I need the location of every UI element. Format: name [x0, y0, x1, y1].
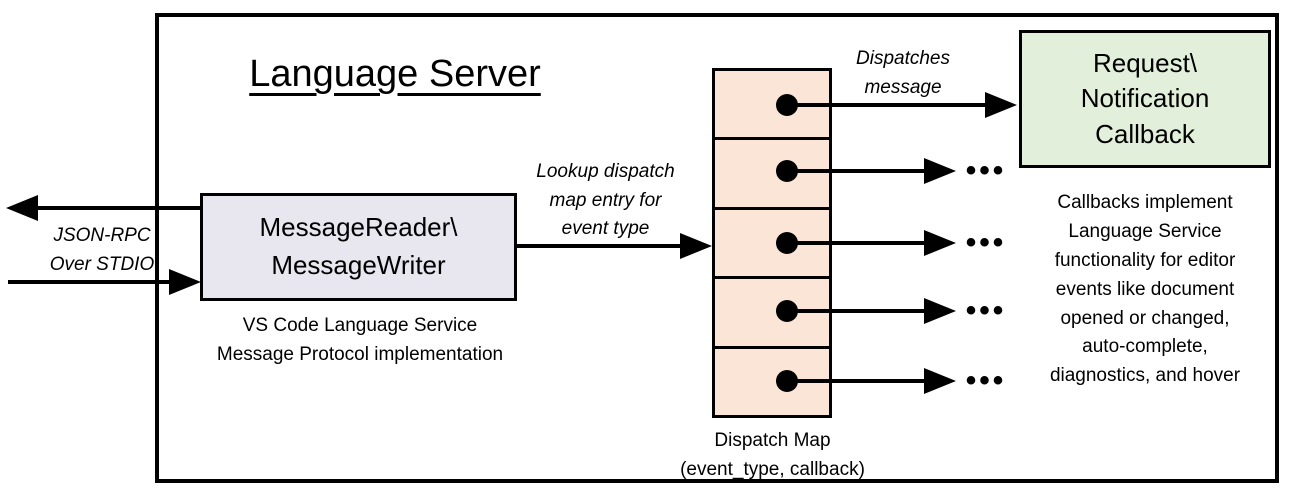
callbacks-description: Callbacks implement Language Service fun…: [1049, 192, 1241, 387]
dispatch-map-caption: Dispatch Map (event_type, callback): [680, 430, 865, 480]
language-server-boundary-box: [155, 13, 1279, 483]
lookup-dispatch-label: Lookup dispatch map entry for event type: [536, 161, 675, 239]
ellipsis-row-3: •••: [965, 226, 1007, 259]
ellipsis-row-5: •••: [965, 364, 1007, 397]
dispatch-map-cell: [715, 137, 829, 206]
dispatch-map-box: [712, 68, 832, 418]
request-notification-callback-box: Request\ Notification Callback: [1019, 30, 1271, 168]
dispatch-map-cell: [715, 206, 829, 276]
dispatch-map-cell: [715, 345, 829, 415]
dispatch-map-cell: [715, 276, 829, 345]
message-reader-writer-box: MessageReader\ MessageWriter: [200, 193, 517, 301]
ellipsis-row-2: •••: [965, 154, 1007, 187]
dispatch-map-cell: [715, 71, 829, 137]
ellipsis-row-4: •••: [965, 294, 1007, 327]
dispatches-message-label: Dispatches message: [856, 48, 950, 98]
message-reader-writer-label: MessageReader\ MessageWriter: [259, 212, 458, 280]
message-reader-writer-caption: VS Code Language Service Message Protoco…: [216, 315, 504, 366]
diagram-title: Language Server: [249, 53, 541, 95]
json-rpc-stdio-label: JSON-RPC Over STDIO: [49, 225, 155, 275]
request-notification-callback-label: Request\ Notification Callback: [1080, 48, 1210, 149]
